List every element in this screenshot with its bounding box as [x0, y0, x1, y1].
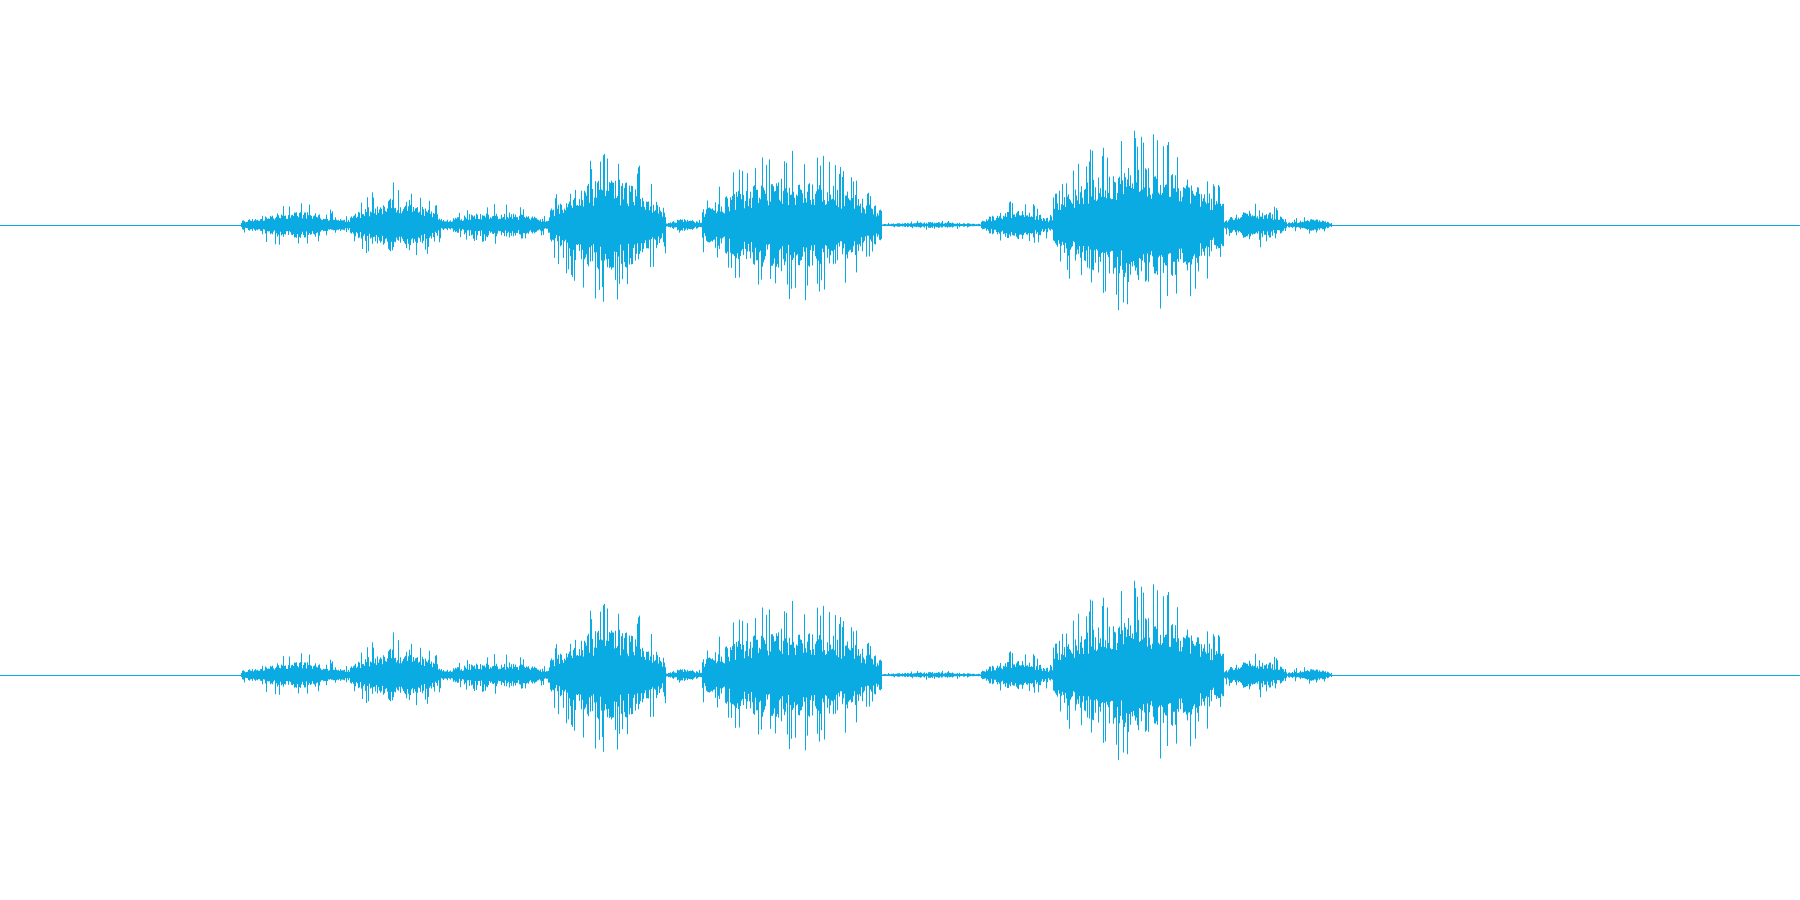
waveform-channel-1[interactable]: [0, 130, 1800, 311]
waveform-channel-2[interactable]: [0, 580, 1800, 761]
channel-2-waveform-path: [241, 580, 1332, 761]
channel-1-waveform-path: [241, 130, 1332, 311]
